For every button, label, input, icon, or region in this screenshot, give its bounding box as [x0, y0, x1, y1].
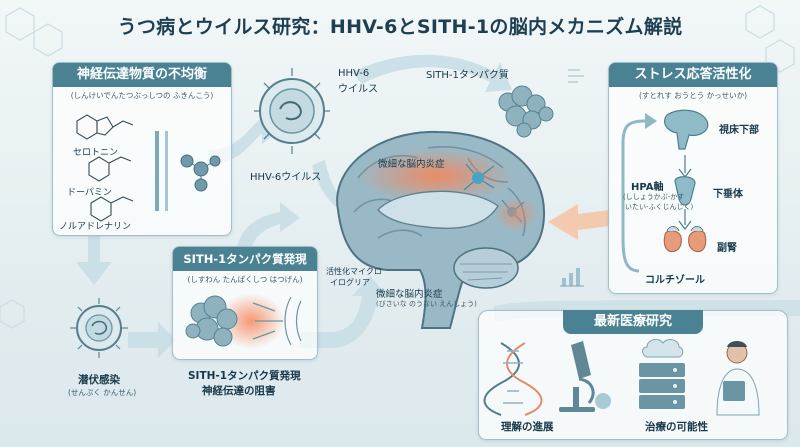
latent-infection-reading: (せんぷく かんせん) — [68, 388, 137, 397]
sith1-expression-reading: (しすわん たんぱくしつ はつげん) — [187, 275, 303, 284]
page-title: うつ病とウイルス研究：HHV-6とSITH-1の脳内メカニズム解説 — [117, 16, 683, 38]
hhv6-label-bottom: HHV-6ウイルス — [250, 172, 322, 183]
disruption-line-2: 神経伝達の阻害 — [202, 385, 276, 397]
research-item-understanding: 理解の進展 — [501, 421, 554, 433]
serotonin-label: セロトニン — [73, 148, 119, 158]
research-item-treatment: 治療の可能性 — [645, 421, 708, 433]
latent-virus-icon — [70, 298, 128, 358]
hhv6-virus-icon — [254, 68, 330, 154]
stress-response-panel: ストレス応答活性化 (すとれす おうとう かっせいか) 視床下部 HPA軸 (し… — [608, 62, 778, 294]
stress-panel-reading: (すとれす おうとう かっせいか) — [638, 91, 748, 100]
sith1-expression-illustration — [185, 293, 302, 349]
research-panel: 最新医療研究 — [478, 310, 788, 440]
brain-illustration — [336, 130, 546, 329]
hpa-axis-label: HPA軸 — [631, 182, 664, 193]
hhv6-label-top-2: ウイルス — [338, 84, 378, 95]
hypothalamus-label: 視床下部 — [719, 125, 759, 136]
disruption-line-1: SITH-1タンパク質発現 — [188, 370, 301, 382]
pituitary-label: 下垂体 — [713, 189, 743, 200]
sith1-expression-panel: SITH-1タンパク質発現 (しすわん たんぱくしつ はつげん) — [172, 246, 318, 360]
inflammation-bottom-reading: (びさいな のうない えんしょう) — [376, 300, 477, 308]
microglia-label-1: 活性化マイクロ — [326, 267, 382, 276]
neurotransmitter-panel-title: 神経伝達物質の不均衡 — [53, 63, 231, 87]
inflammation-top-label: 微細な脳内炎症 — [378, 159, 445, 170]
hpa-reading-2: いたい-ふくじんじく) — [625, 203, 694, 211]
neurotransmitter-panel: 神経伝達物質の不均衡 (しんけいでんたつぶっしつの ふきんこう) セロトニン ド… — [52, 62, 232, 236]
microglia-label-2: イログリア — [330, 278, 370, 287]
hpa-axis-diagram — [621, 109, 709, 273]
sith1-expression-title: SITH-1タンパク質発現 — [173, 247, 317, 271]
sith1-protein-label: SITH-1タンパク質 — [426, 70, 509, 81]
adrenal-label: 副腎 — [717, 243, 737, 254]
neurotransmitter-panel-reading: (しんけいでんたつぶっしつの ふきんこう) — [70, 91, 214, 100]
mini-chart-decor — [560, 268, 584, 287]
noradrenaline-label: ノルアドレナリン — [59, 222, 132, 232]
hhv6-label-top: HHV-6 — [338, 68, 370, 79]
molecule-illustration — [76, 114, 221, 222]
hpa-reading-1: (ししょうかぶ-かす — [623, 193, 685, 201]
dopamine-label: ドーパミン — [67, 188, 112, 198]
research-panel-title: 最新医療研究 — [563, 310, 703, 334]
sith1-protein-icon — [498, 85, 554, 138]
stress-panel-title: ストレス応答活性化 — [609, 63, 777, 87]
cortisol-label: コルチゾール — [645, 275, 705, 286]
research-illustrations — [483, 339, 760, 416]
latent-infection-label: 潜伏感染 — [78, 374, 120, 386]
data-lines-decor — [568, 69, 584, 83]
inflammation-bottom-label: 微細な脳内炎症 — [376, 289, 443, 300]
